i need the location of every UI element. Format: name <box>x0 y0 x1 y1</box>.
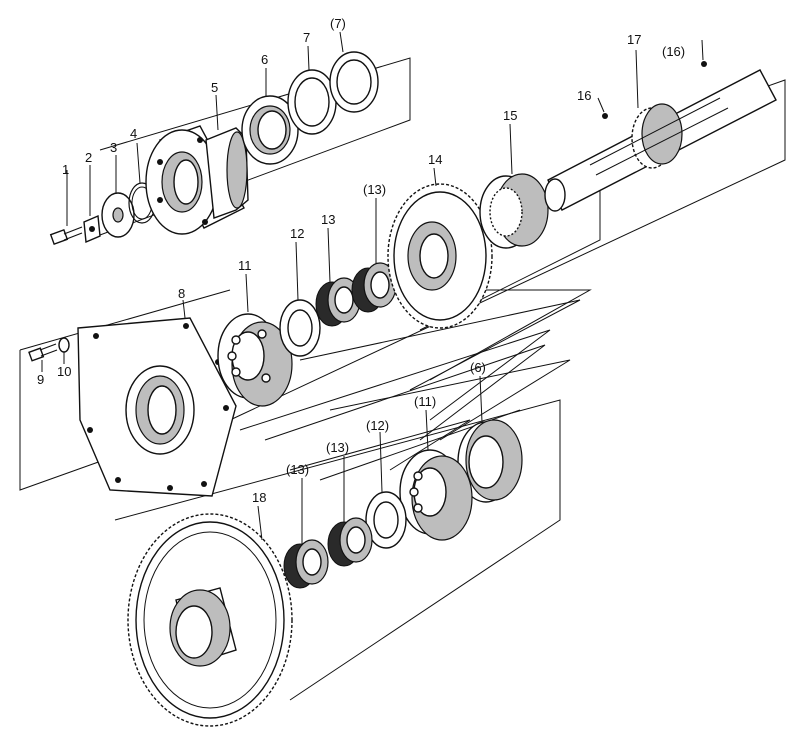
part-13-needle-bearing <box>315 227 361 327</box>
part-13c-needle-bearing <box>327 456 373 567</box>
label-12: 12 <box>290 226 304 241</box>
part-labels: 1 2 3 4 5 6 7 (7) 8 9 10 11 12 13 (13) 1… <box>37 16 685 505</box>
label-18: 18 <box>252 490 266 505</box>
label-5: 5 <box>211 80 218 95</box>
part-9-bolt <box>28 343 58 372</box>
label-7b: (7) <box>330 16 346 31</box>
label-13d: (13) <box>286 462 309 477</box>
label-13b: (13) <box>363 182 386 197</box>
label-14: 14 <box>428 152 442 167</box>
part-8-housing-cover <box>77 299 237 497</box>
part-3-cover-plate <box>101 155 135 238</box>
label-8: 8 <box>178 286 185 301</box>
part-11b-ball-bearing <box>399 409 473 541</box>
label-13: 13 <box>321 212 335 227</box>
label-17: 17 <box>627 32 641 47</box>
label-11b: (11) <box>414 394 436 409</box>
label-16b: (16) <box>662 44 685 59</box>
part-16b-pin <box>701 39 707 67</box>
label-11: 11 <box>238 258 252 273</box>
label-6: 6 <box>261 52 268 67</box>
part-11-ball-bearing <box>217 273 293 407</box>
label-1: 1 <box>62 162 69 177</box>
label-13c: (13) <box>326 440 349 455</box>
label-15: 15 <box>503 108 517 123</box>
part-16-pin <box>597 97 608 119</box>
part-5-bearing-housing <box>145 94 249 235</box>
part-6-spacer-ring <box>241 68 299 165</box>
part-13b-needle-bearing <box>351 198 397 313</box>
part-7-ring <box>287 45 337 135</box>
label-9: 9 <box>37 372 44 387</box>
part-18-large-gear <box>127 505 293 727</box>
part-12b-spacer <box>365 431 407 549</box>
label-4: 4 <box>130 126 137 141</box>
part-10-washer <box>58 337 70 364</box>
part-6b-ring <box>457 375 523 503</box>
label-6b: (6) <box>470 360 486 375</box>
label-3: 3 <box>110 140 117 155</box>
label-10: 10 <box>57 364 71 379</box>
label-2: 2 <box>85 150 92 165</box>
part-17-output-shaft <box>544 49 777 212</box>
part-7b-ring <box>329 31 379 113</box>
label-16: 16 <box>577 88 591 103</box>
label-7: 7 <box>303 30 310 45</box>
part-12-spacer <box>279 241 321 357</box>
part-15-splined-hub <box>479 123 549 249</box>
label-12b: (12) <box>366 418 389 433</box>
part-13d-needle-bearing <box>283 478 329 589</box>
part-2-lock-plate <box>83 165 101 244</box>
part-1-bolt <box>49 170 83 245</box>
part-14-spur-gear <box>387 167 493 329</box>
